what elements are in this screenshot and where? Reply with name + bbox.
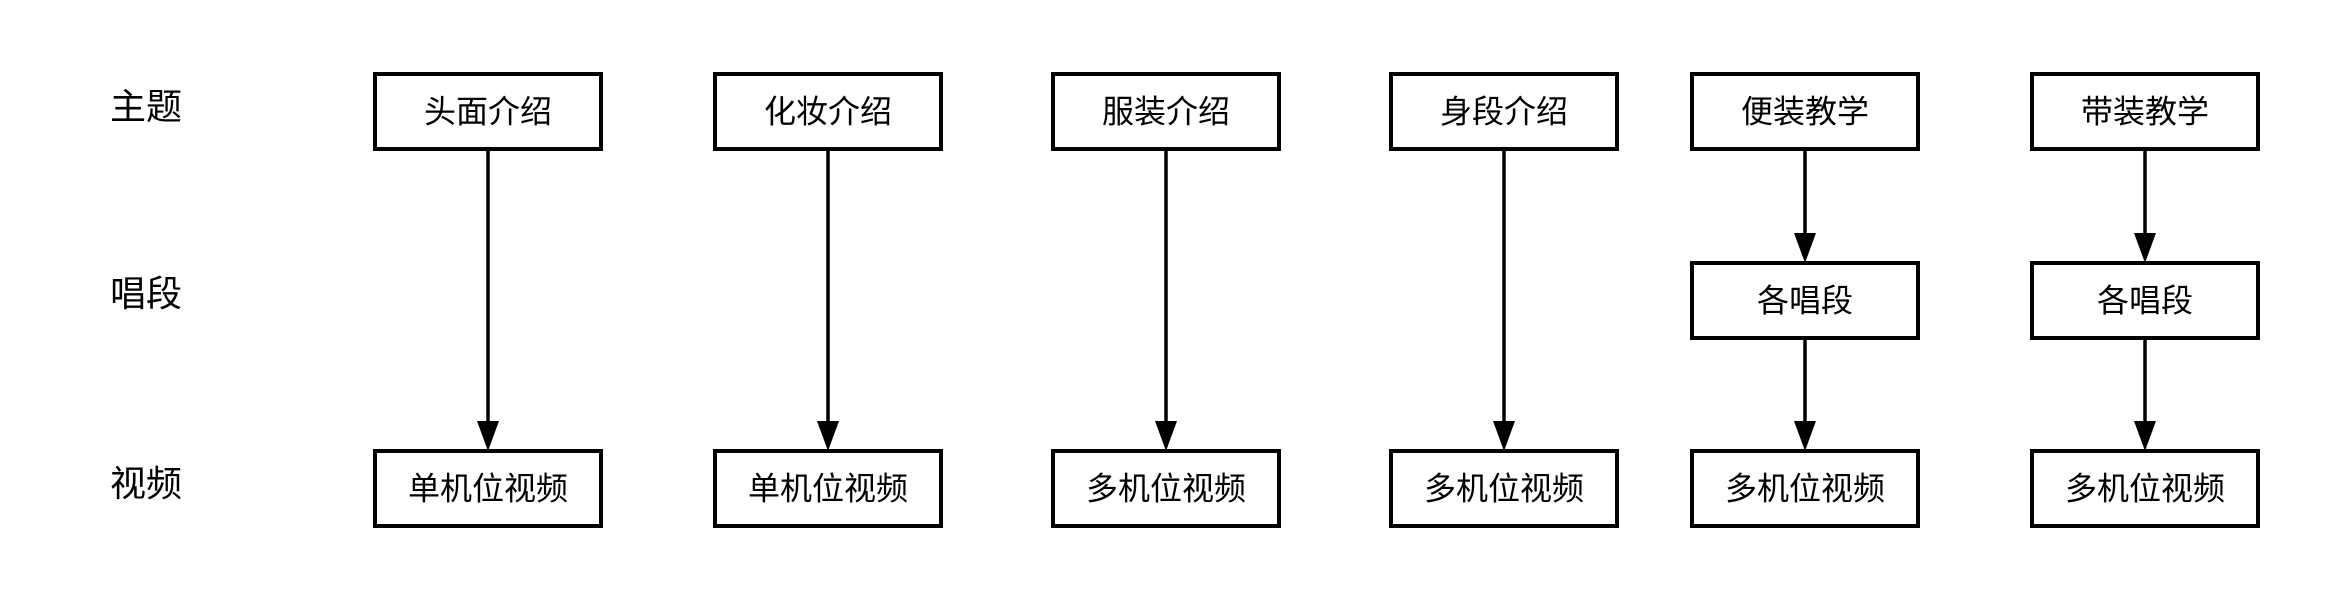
theme-node-4-box [1389,72,1619,151]
theme-node-5-label: 便装教学 [1741,93,1869,131]
theme-node-4: 身段介绍 [1389,72,1619,151]
video-node-2: 单机位视频 [713,449,943,528]
arrow-segment-to-video-5-head [1794,421,1816,451]
video-node-1-label: 单机位视频 [408,470,568,508]
arrow-theme-to-segment-5-head [1794,233,1816,263]
arrow-theme-to-video-4-head [1493,421,1515,451]
video-node-3-box [1051,449,1281,528]
segment-node-6: 各唱段 [2030,261,2260,340]
row-label-video: 视频 [110,464,182,505]
arrow-theme-to-video-3-head [1155,421,1177,451]
theme-node-3-label: 服装介绍 [1102,93,1230,131]
video-node-3: 多机位视频 [1051,449,1281,528]
arrow-theme-to-video-2-head [817,421,839,451]
video-node-1: 单机位视频 [373,449,603,528]
theme-node-3-box [1051,72,1281,151]
row-label-theme: 主题 [110,87,182,128]
theme-node-3: 服装介绍 [1051,72,1281,151]
segment-node-5-label: 各唱段 [1757,282,1853,320]
video-node-6-label: 多机位视频 [2065,470,2225,508]
arrow-theme-to-video-2 [817,149,839,451]
segment-node-5-box [1690,261,1920,340]
arrow-theme-to-video-4 [1493,149,1515,451]
video-node-6: 多机位视频 [2030,449,2260,528]
segment-node-5: 各唱段 [1690,261,1920,340]
edges-layer [477,149,2156,451]
video-node-4: 多机位视频 [1389,449,1619,528]
video-node-1-box [373,449,603,528]
arrow-theme-to-video-3 [1155,149,1177,451]
video-node-2-label: 单机位视频 [748,470,908,508]
theme-node-6: 带装教学 [2030,72,2260,151]
arrow-theme-to-video-1-head [477,421,499,451]
arrow-theme-to-segment-5 [1794,149,1816,263]
theme-node-2-label: 化妆介绍 [764,93,892,131]
arrow-segment-to-video-6 [2134,338,2156,451]
row-label-segment: 唱段 [110,274,182,315]
theme-node-2-box [713,72,943,151]
theme-node-5: 便装教学 [1690,72,1920,151]
theme-node-6-label: 带装教学 [2081,93,2209,131]
arrow-segment-to-video-5 [1794,338,1816,451]
theme-node-6-box [2030,72,2260,151]
video-node-2-box [713,449,943,528]
arrow-theme-to-video-1 [477,149,499,451]
segment-node-6-label: 各唱段 [2097,282,2193,320]
theme-node-1: 头面介绍 [373,72,603,151]
video-node-5-box [1690,449,1920,528]
segment-node-6-box [2030,261,2260,340]
video-node-4-label: 多机位视频 [1424,470,1584,508]
theme-node-1-label: 头面介绍 [424,93,552,131]
video-node-3-label: 多机位视频 [1086,470,1246,508]
video-node-5: 多机位视频 [1690,449,1920,528]
theme-node-4-label: 身段介绍 [1440,93,1568,131]
theme-node-2: 化妆介绍 [713,72,943,151]
video-node-6-box [2030,449,2260,528]
arrow-segment-to-video-6-head [2134,421,2156,451]
theme-node-1-box [373,72,603,151]
video-node-4-box [1389,449,1619,528]
arrow-theme-to-segment-6 [2134,149,2156,263]
video-node-5-label: 多机位视频 [1725,470,1885,508]
theme-node-5-box [1690,72,1920,151]
arrow-theme-to-segment-6-head [2134,233,2156,263]
